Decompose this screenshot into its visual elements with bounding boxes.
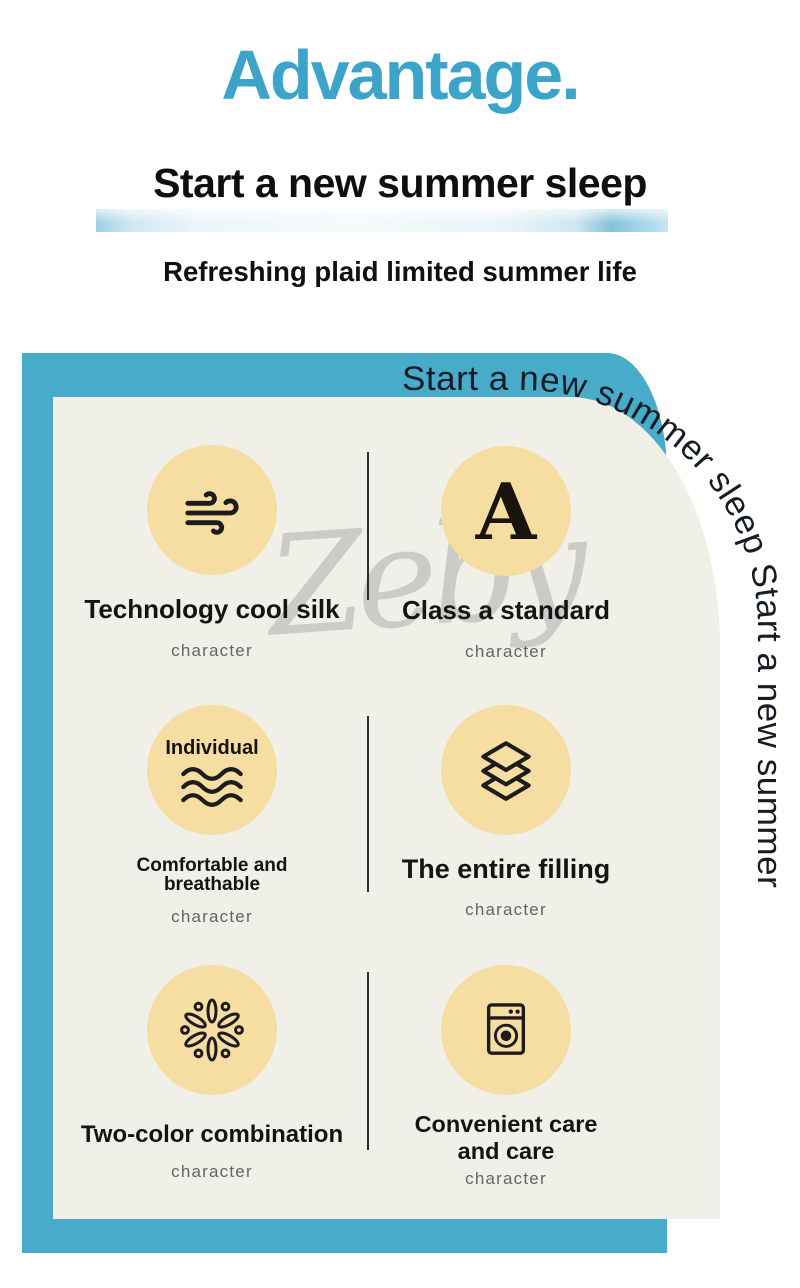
letter-a-icon: A: [475, 467, 537, 558]
icon-circle: [147, 965, 277, 1095]
icon-circle: [147, 445, 277, 575]
feature-caption: character: [465, 900, 547, 919]
icon-label: Individual: [165, 736, 259, 759]
column-divider-row1: [367, 452, 369, 600]
feature-breathable: Individual Comfortable and breathable ch…: [62, 705, 362, 927]
feature-cool-silk: Technology cool silk character: [62, 445, 362, 661]
gradient-underline: [96, 209, 668, 232]
wind-icon: [185, 491, 239, 535]
feature-entire-filling: The entire filling character: [356, 705, 656, 920]
header-heading: Start a new summer sleep: [153, 160, 647, 206]
column-divider-row3: [367, 972, 369, 1150]
feature-caption: character: [465, 642, 547, 661]
snowflake-icon: [180, 998, 244, 1062]
feature-caption: character: [171, 641, 253, 660]
feature-caption: character: [171, 907, 253, 926]
header-subtitle: Refreshing plaid limited summer life: [163, 256, 637, 287]
column-divider-row2: [367, 716, 369, 892]
icon-circle: [441, 705, 571, 835]
feature-title: Technology cool silk: [84, 594, 340, 624]
feature-title: Convenient care and care: [414, 1111, 598, 1164]
feature-convenient-care: Convenient care and care character: [356, 965, 656, 1189]
feature-title: The entire filling: [401, 854, 611, 884]
feature-caption: character: [171, 1162, 253, 1181]
icon-circle: [441, 965, 571, 1095]
feature-caption: character: [465, 1169, 547, 1188]
washing-machine-icon: [486, 1003, 526, 1055]
page-title: Advantage.: [221, 36, 580, 114]
feature-title: Two-color combination: [80, 1121, 344, 1148]
feature-class-a-standard: A Class a standard character: [356, 446, 656, 662]
waves-icon: [181, 766, 243, 807]
feature-title: Comfortable and breathable: [136, 855, 288, 895]
feature-title: Class a standard: [401, 595, 611, 625]
feature-two-color: Two-color combination character: [62, 965, 362, 1182]
layers-icon: [481, 741, 531, 801]
icon-circle: A: [441, 446, 571, 576]
icon-circle: Individual: [147, 705, 277, 835]
